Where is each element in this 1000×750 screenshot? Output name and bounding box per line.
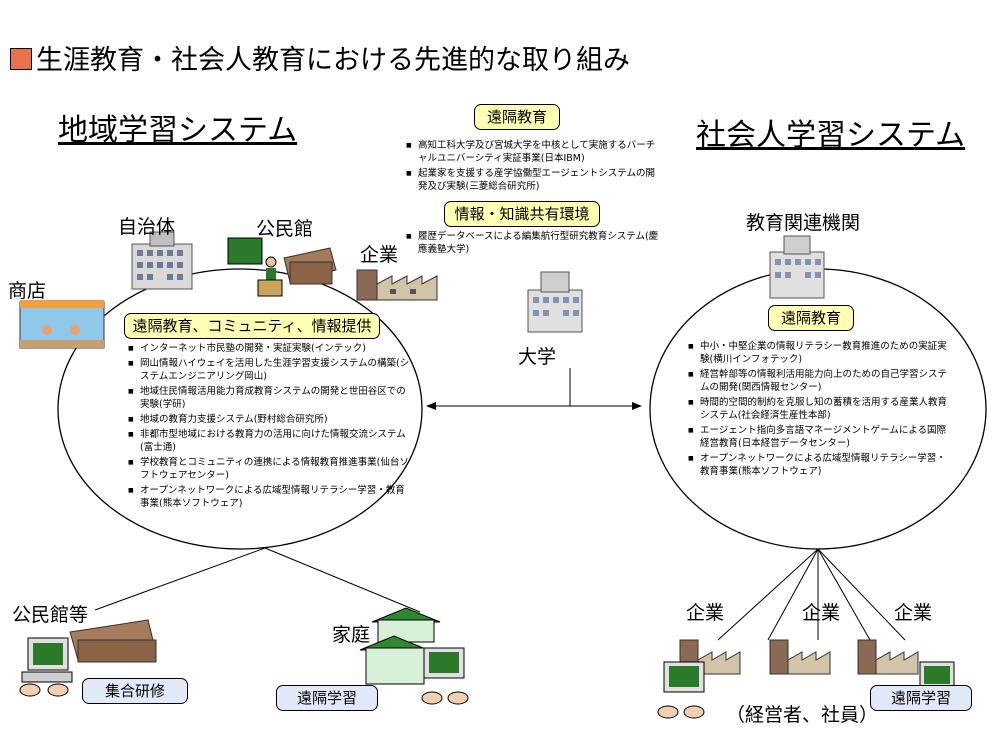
community-hall-label: 公民館	[256, 218, 314, 240]
line-to-company-3	[817, 548, 906, 641]
remote-learning-box-left: 遠隔学習	[276, 685, 378, 711]
group-training-box: 集合研修	[82, 678, 188, 704]
right-item-list: 中小・中堅企業の情報リテラシー教育推進のための実証実験(横川インフォテック) 経…	[688, 340, 950, 480]
line-to-company-5	[817, 548, 871, 641]
education-institution-icon	[769, 235, 825, 299]
left-box-label: 遠隔教育、コミュニティ、情報提供	[124, 313, 380, 339]
info-share-box: 情報・知識共有環境	[444, 201, 600, 227]
remote-learning-box-right: 遠隔学習	[870, 685, 972, 711]
company-label-3: 企業	[894, 602, 933, 624]
list-item: 非都市型地域における教育力の活用に向けた情報交流システム(富士通)	[128, 428, 410, 454]
list-item: インターネット市民塾の開発・実証実験(インテック)	[128, 342, 410, 355]
companies-row-icon	[657, 639, 955, 719]
center-remote-ed-box: 遠隔教育	[474, 104, 560, 130]
list-item: 地域住民情報活用能力育成教育システムの開発と世田谷区での実験(学研)	[128, 385, 410, 411]
list-item: 高知工科大学及び宮城大学を中核として実施するバーチャルユニバーシティ実証事業(日…	[406, 139, 660, 165]
line-to-home	[264, 547, 421, 613]
shop-label: 商店	[8, 280, 47, 302]
university-label: 大学	[518, 346, 557, 368]
company-factory-icon	[356, 269, 438, 301]
home-label: 家庭	[332, 624, 371, 646]
page-title: 生涯教育・社会人教育における先進的な取り組み	[10, 38, 630, 77]
left-ellipse	[57, 268, 423, 550]
line-to-company-4	[767, 548, 819, 641]
list-item: 経営幹部等の情報利活用能力向上のための自己学習システムの開発(関西情報センター)	[688, 368, 950, 394]
members-label: （経営者、社員）	[726, 704, 879, 726]
right-system-heading: 社会人学習システム	[696, 118, 966, 153]
company-label-2: 企業	[802, 602, 841, 624]
arrowhead-right	[632, 402, 642, 410]
home-icon	[359, 607, 469, 705]
municipality-building-icon	[131, 231, 193, 290]
left-system-heading: 地域学習システム	[58, 113, 298, 148]
community-hall-icon	[227, 237, 337, 297]
municipality-label: 自治体	[118, 216, 176, 238]
list-item: 履歴データベースによる編集航行型研究教育システム(慶應義塾大学)	[406, 230, 660, 256]
list-item: 学校教育とコミュニティの連携による情報教育推進事業(仙台ソフトウェアセンター)	[128, 456, 410, 482]
list-item: 岡山情報ハイウェイを活用した生涯学習支援システムの構築(システムエンジニアリング…	[128, 357, 410, 383]
university-building-icon	[527, 271, 583, 333]
hall-label: 公民館等	[12, 604, 89, 626]
list-item: 起業家を支援する産学協働型エージェントシステムの開発及び実験(三菱総合研究所)	[406, 167, 660, 193]
list-item: エージェント指向多言語マネージメントゲームによる国際経営教育(日本経営データセン…	[688, 424, 950, 450]
list-item: オープンネットワークによる広域型情報リテラシー学習・教育事業(熊本ソフトウェア)	[128, 484, 410, 510]
center-info-list: 履歴データベースによる編集航行型研究教育システム(慶應義塾大学)	[406, 230, 660, 258]
left-item-list: インターネット市民塾の開発・実証実験(インテック) 岡山情報ハイウェイを活用した…	[128, 342, 410, 512]
company-label: 企業	[360, 244, 399, 266]
list-item: 地域の教育力支援システム(野村総合研究所)	[128, 413, 410, 426]
hall-computer-icon	[19, 619, 157, 697]
list-item: 中小・中堅企業の情報リテラシー教育推進のための実証実験(横川インフォテック)	[688, 340, 950, 366]
right-box-label: 遠隔教育	[768, 305, 854, 331]
title-bullet-icon	[10, 48, 32, 70]
company-label-1: 企業	[686, 602, 725, 624]
arrowhead-left	[426, 402, 436, 410]
list-item: 時間的空間的制約を克服し知の蓄積を活用する産業人教育システム(社会経済生産性本部…	[688, 396, 950, 422]
shop-icon	[19, 300, 105, 349]
line-to-company-1	[717, 548, 819, 641]
center-remote-list: 高知工科大学及び宮城大学を中核として実施するバーチャルユニバーシティ実証事業(日…	[406, 139, 660, 195]
list-item: オープンネットワークによる広域型情報リテラシー学習・教育事業(熊本ソフトウェア)	[688, 452, 950, 478]
line-to-hall	[94, 547, 266, 611]
education-institution-label: 教育関連機関	[746, 212, 861, 234]
